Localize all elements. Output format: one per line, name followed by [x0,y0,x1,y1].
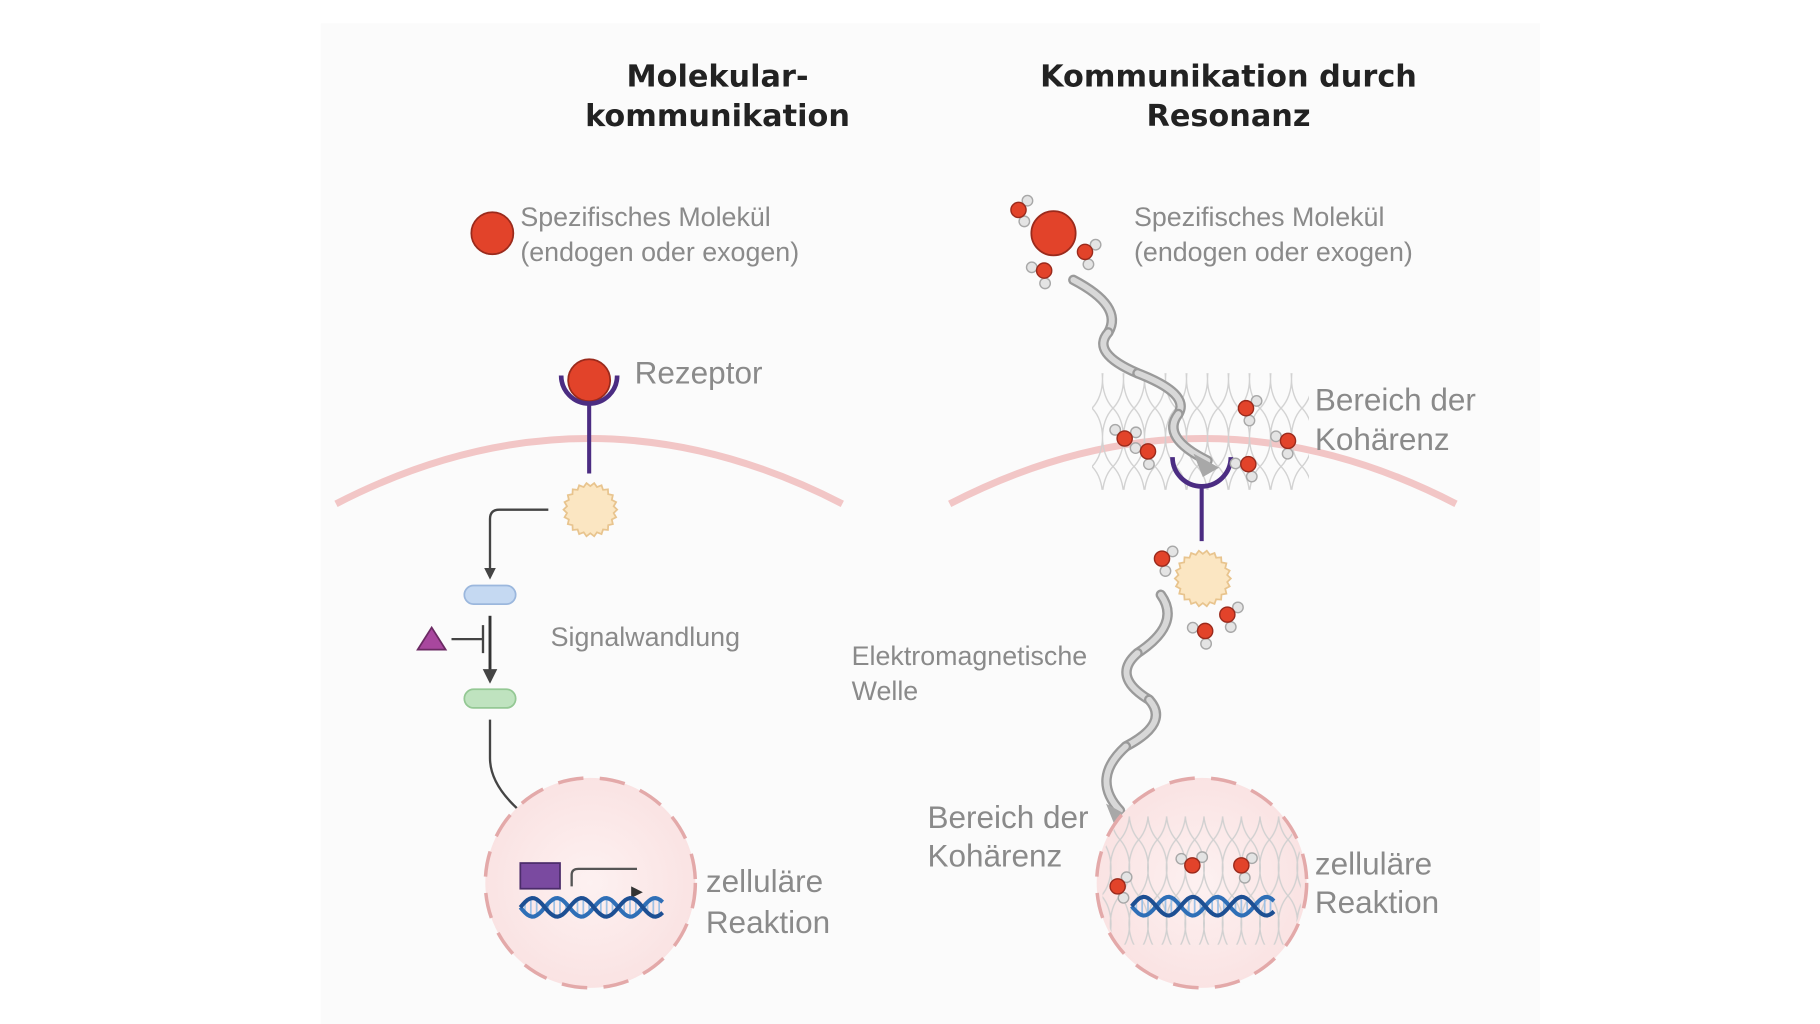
right-molecule-label-line1: Spezifisches Molekül [1134,202,1384,232]
right-title-line2: Resonanz [1146,99,1310,134]
left-molecule-label-line1: Spezifisches Molekül [520,202,770,232]
water-molecule-icon [1076,238,1102,271]
left-response-label-line1: zelluläre [706,863,823,899]
transcription-arrow-icon [570,867,637,887]
left-panel: Molekular- kommunikation Spezifisches Mo… [334,59,850,990]
inhibitor-line [451,625,485,654]
dna-helix-icon-resonance [1130,894,1276,918]
water-molecule-icon [1129,442,1157,471]
coherence-top-label-line2: Kohärenz [1315,421,1450,457]
wave-segment-highlight [1123,650,1153,703]
wave-label-line1: Elektromagnetische [852,641,1088,671]
coherence-bottom-label-line2: Kohärenz [928,838,1063,874]
signal-protein-green [463,688,517,709]
water-molecule-icon [1229,455,1258,483]
water-molecule-icon [1010,194,1034,228]
receptor-label: Rezeptor [635,355,763,391]
left-title-line2: kommunikation [585,99,850,134]
specific-molecule-icon-resonance [1030,210,1077,257]
dna-helix-icon [518,895,665,919]
water-molecule-icon [1186,621,1214,650]
inhibitor-triangle-icon [416,625,448,651]
water-molecule-icon [1153,545,1179,577]
transcription-arrowhead [631,886,643,899]
water-molecules [1010,194,1297,904]
coherence-top-label-line1: Bereich der [1315,382,1476,418]
right-response-label-line1: zelluläre [1315,846,1432,882]
water-molecule-icon [1233,852,1258,884]
wave-segment-highlight [1170,411,1211,464]
dna-strand [518,895,665,919]
receptor-icon-resonance [1170,457,1234,542]
second-messenger-icon-resonance [1173,549,1233,608]
specific-molecule-icon [470,211,515,256]
electromagnetic-wave-top [1068,274,1220,478]
wave-label-line2: Welle [852,676,919,706]
right-response-label-line2: Reaktion [1315,884,1439,920]
cascade-arrow-1 [484,508,549,580]
nucleus-left [483,776,698,990]
wave-segment-highlight [1103,743,1129,814]
right-title-line1: Kommunikation durch [1040,59,1417,94]
left-title-line1: Molekular- [626,59,808,94]
water-molecule-icon [1175,851,1209,874]
water-molecule-icon [1237,395,1263,427]
wave-segment-highlight [1100,329,1141,377]
wave-segment-highlight [1134,591,1171,657]
wave-segment-highlight [1122,696,1159,750]
left-molecule-label-line2: (endogen oder exogen) [520,237,799,267]
coherence-lattice-bottom [1102,816,1301,945]
wave-arrowhead [1193,453,1220,478]
water-molecule-icon [1109,871,1133,904]
wave-segment-highlight [1070,276,1115,336]
water-molecule-icon [1219,601,1244,633]
right-panel: Kommunikation durch Resonanz Spezifische… [852,59,1476,990]
water-molecule-icon [1109,423,1142,447]
gene-box-icon [519,862,561,890]
receptor-icon [558,358,620,474]
coherence-bottom-label-line1: Bereich der [928,799,1089,835]
signal-transduction-label: Signalwandlung [551,622,740,652]
water-molecule-icon [1270,430,1297,460]
right-molecule-label-line2: (endogen oder exogen) [1134,237,1413,267]
dna-strand [1130,894,1276,918]
left-response-label-line2: Reaktion [706,904,830,940]
signal-protein-blue [463,584,517,606]
water-molecule-icon [1025,261,1053,290]
second-messenger-icon [562,481,619,538]
